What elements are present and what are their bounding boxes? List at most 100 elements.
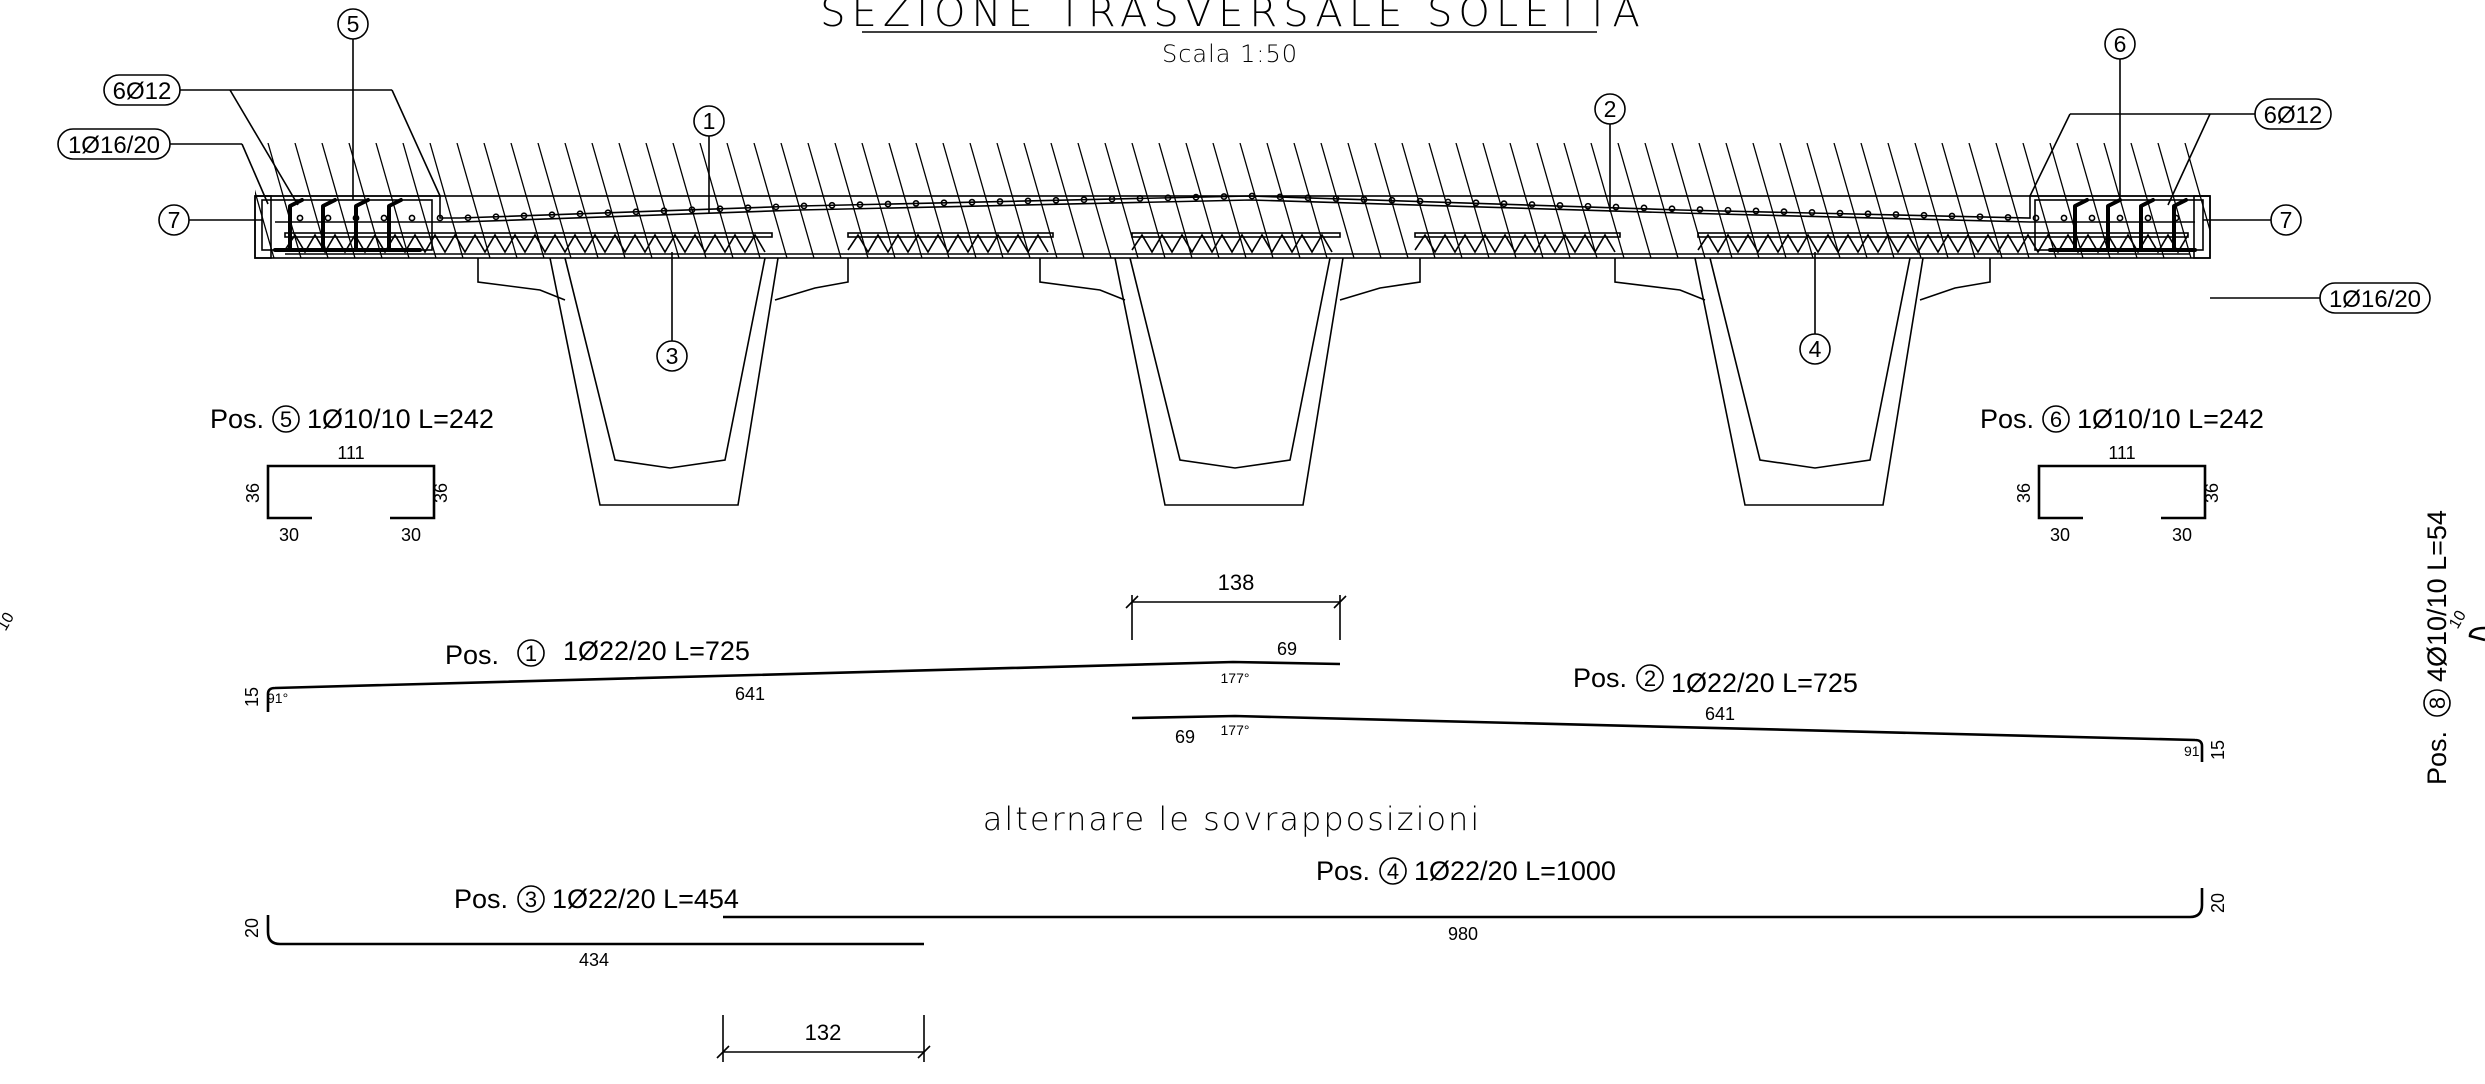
hatch-line	[1590, 143, 1637, 258]
hatch-line	[1050, 143, 1097, 258]
rebar-dot	[1640, 204, 1648, 212]
left-edge-small-dim: 10	[0, 610, 18, 634]
drawing-title: SEZIONE TRASVERSALE SOLETTA	[820, 0, 1646, 36]
right-edge-stirrups	[2048, 198, 2197, 252]
hatch-line	[618, 143, 665, 258]
rebar-dot	[464, 214, 472, 222]
pos1-number: 1	[525, 641, 537, 666]
pos5-bottom-right-dim: 30	[401, 525, 421, 545]
overlap-dim-top-value: 138	[1218, 570, 1255, 595]
pos6-bar-schedule: Pos. 6 1Ø10/10 L=242 111 36 36 30 30	[1980, 404, 2264, 545]
lattice-zigzag	[847, 233, 1049, 254]
overlap-dimension-top: 138	[1125, 570, 1347, 640]
hatch-line	[510, 143, 557, 258]
callout-3: 3	[666, 343, 679, 369]
hatch-line	[1347, 143, 1394, 258]
pos1-bar-schedule: Pos. 1 1Ø22/20 L=725 15 91° 641 69 177°	[242, 636, 1341, 712]
rebar-dot	[660, 207, 668, 215]
pos2-angle: 91	[2184, 743, 2200, 759]
rebar-dot	[1080, 196, 1088, 204]
pos5-bar-schedule: Pos. 5 1Ø10/10 L=242 111 36 36 30 30	[210, 404, 494, 545]
rebar-dot	[1332, 195, 1340, 202]
right-edge-box	[2034, 199, 2204, 251]
rebar-dot	[1248, 192, 1256, 200]
pos8-spec: 4Ø10/10 L=54	[2422, 510, 2452, 682]
pos6-left-dim: 36	[2014, 483, 2034, 503]
pos2-length: 641	[1705, 704, 1735, 724]
pos5-number: 5	[280, 407, 292, 432]
hatch-line	[699, 143, 746, 258]
hatch-line	[591, 143, 638, 258]
rebar-dot	[548, 211, 556, 219]
hatch-line	[1293, 143, 1340, 258]
hatch-line	[564, 143, 611, 258]
rebar-dot	[576, 210, 584, 218]
rebar-dot	[1892, 211, 1900, 218]
rebar-dot	[1948, 212, 1956, 220]
hatch-line	[780, 143, 827, 258]
hatch-line	[915, 143, 962, 258]
rebar-dot	[772, 203, 780, 211]
rebar-dot	[520, 212, 528, 220]
rebar-dot	[1668, 205, 1676, 213]
hatch-line	[1158, 143, 1205, 258]
pos4-length: 980	[1448, 924, 1478, 944]
pos2-shape	[1131, 714, 2204, 762]
hatch-line	[834, 143, 881, 258]
hatch-line	[1509, 143, 1556, 258]
pos3-spec: 1Ø22/20 L=454	[552, 884, 739, 914]
pos1-prefix: Pos.	[445, 640, 499, 670]
hatch-line	[187, 143, 232, 300]
hatch-line	[1779, 143, 1826, 258]
pos8-prefix: Pos.	[2422, 731, 2452, 785]
callout-5: 5	[347, 11, 360, 37]
pos6-bottom-right-dim: 30	[2172, 525, 2192, 545]
rebar-dot	[2144, 214, 2152, 222]
pos1-end-length: 69	[1277, 639, 1297, 659]
left-edge-cap	[254, 195, 272, 259]
callout-2: 2	[1604, 96, 1617, 122]
rebar-dot	[1472, 199, 1480, 207]
pos5-spec: 1Ø10/10 L=242	[307, 404, 494, 434]
left-edge-stirrups	[273, 198, 422, 252]
top-rebar-line	[275, 199, 2195, 223]
rebar-dot	[884, 200, 892, 208]
rebar-dot	[1108, 195, 1116, 203]
hatch-line	[1401, 143, 1448, 258]
pos3-bar-schedule: Pos. 3 1Ø22/20 L=454 20 434	[242, 884, 924, 970]
pos5-shape	[266, 464, 436, 520]
rebar-dot	[380, 214, 388, 222]
precast-plates	[284, 232, 2190, 255]
pos8-shape	[2468, 626, 2485, 642]
slab-top-profile	[255, 195, 2210, 219]
pos3-prefix: Pos.	[454, 884, 508, 914]
hatch-line	[1698, 143, 1745, 258]
rebar-dot	[604, 209, 612, 217]
pos4-shape	[723, 888, 2204, 919]
pos3-length: 434	[579, 950, 609, 970]
pos2-number: 2	[1644, 666, 1656, 691]
pos4-spec: 1Ø22/20 L=1000	[1414, 856, 1616, 886]
hatch-line	[645, 143, 692, 258]
hatch-line	[969, 143, 1016, 258]
rebar-dot	[1612, 203, 1620, 211]
hatch-line	[255, 143, 287, 258]
pos6-right-dim: 36	[2202, 483, 2222, 503]
rebar-dot	[1976, 213, 1984, 221]
pos6-top-dim: 111	[2108, 443, 2135, 463]
rebar-dot	[800, 202, 808, 210]
pos2-prefix: Pos.	[1573, 663, 1627, 693]
deck-slab	[187, 143, 2211, 506]
rebar-dot	[1192, 193, 1200, 201]
hatch-line	[1806, 143, 1853, 258]
rebar-dot	[688, 206, 696, 214]
rebar-dot	[2032, 214, 2040, 222]
rebar-dot	[1500, 200, 1508, 208]
rebar-dot	[1388, 196, 1396, 204]
hatch-line	[861, 143, 908, 258]
pos8-bar-schedule: Pos. 8 4Ø10/10 L=54	[2422, 510, 2452, 785]
rebar-dot	[324, 214, 332, 222]
hatch-line	[1644, 143, 1691, 258]
hatch-line	[1104, 143, 1151, 258]
rebar-dot	[1276, 193, 1284, 201]
